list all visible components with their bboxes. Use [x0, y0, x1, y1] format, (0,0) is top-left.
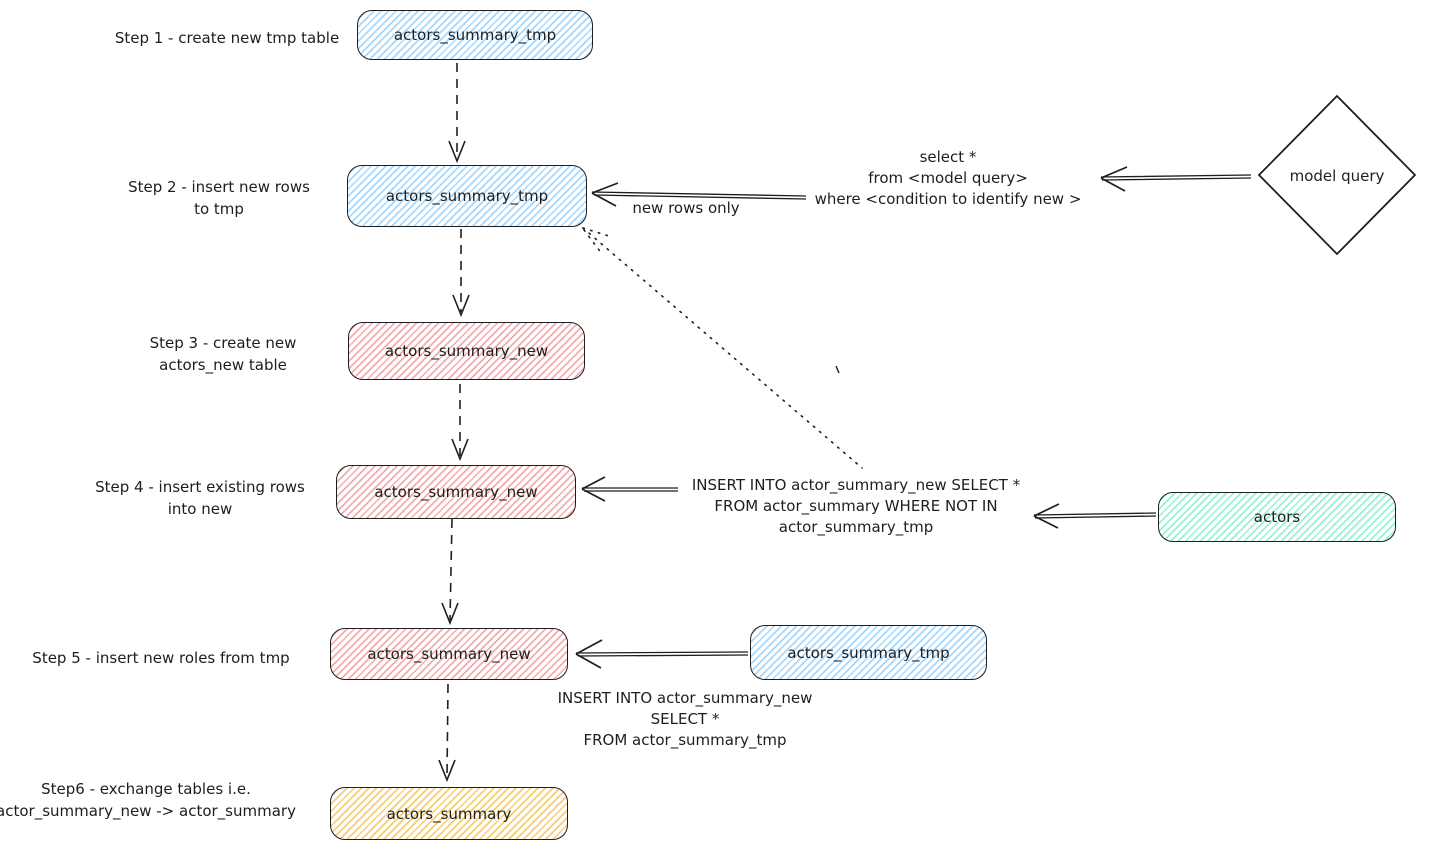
- dotted-link-step2-to-step4: [582, 227, 863, 469]
- arrow-step4-to-step5: [449, 518, 453, 621]
- node-step4-actors-summary-new[interactable]: actors_summary_new: [336, 465, 576, 519]
- node-step1-actors-summary-tmp[interactable]: actors_summary_tmp: [357, 10, 593, 60]
- step3-label: Step 3 - create new actors_new table: [149, 334, 297, 374]
- model-query-sql-text: select * from <model query> where <condi…: [814, 148, 1082, 208]
- node-label: actors_summary_new: [384, 342, 549, 360]
- node-step5-actors-summary-tmp[interactable]: actors_summary_tmp: [750, 625, 987, 680]
- node-label: actors_summary_tmp: [787, 643, 950, 662]
- node-step3-actors-summary-new[interactable]: actors_summary_new: [348, 322, 585, 380]
- node-label: actors_summary: [386, 804, 512, 823]
- node-step6-actors-summary[interactable]: actors_summary: [330, 787, 568, 840]
- arrow-step5-to-step6: [446, 683, 449, 778]
- arrow-tmp-to-new: [575, 651, 749, 657]
- node-label: actors_summary_new: [374, 483, 538, 501]
- step5-label: Step 5 - insert new roles from tmp: [32, 649, 290, 667]
- node-step5-actors-summary-new[interactable]: actors_summary_new: [330, 628, 568, 680]
- arrow-diamond-to-query: [1100, 174, 1252, 181]
- step1-label: Step 1 - create new tmp table: [114, 29, 340, 47]
- node-label: actors: [1253, 508, 1301, 526]
- node-step2-actors-summary-tmp[interactable]: actors_summary_tmp: [347, 165, 587, 227]
- dashed-arrowheads: [438, 140, 470, 783]
- step6-label: Step6 - exchange tables i.e. actor_summa…: [0, 780, 296, 820]
- node-label: actors_summary_tmp: [385, 187, 549, 205]
- step2-label: Step 2 - insert new rows to tmp: [128, 178, 310, 218]
- new-rows-only-label: new rows only: [632, 199, 740, 217]
- solid-arrows: [575, 166, 1252, 669]
- node-label: actors_summary_tmp: [393, 26, 557, 44]
- node-label: actors_summary_new: [367, 645, 531, 663]
- step4-label: Step 4 - insert existing rows into new: [95, 478, 305, 518]
- step5-sql-text: INSERT INTO actor_summary_new SELECT * F…: [557, 689, 813, 749]
- arrow-actors-to-sql: [1033, 512, 1157, 519]
- model-query-label: model query: [1289, 167, 1385, 185]
- arrow-sql-to-new: [582, 487, 678, 492]
- stray-mark: [835, 365, 840, 374]
- step4-sql-text: INSERT INTO actor_summary_new SELECT * F…: [691, 476, 1021, 536]
- node-actors[interactable]: actors: [1158, 492, 1396, 542]
